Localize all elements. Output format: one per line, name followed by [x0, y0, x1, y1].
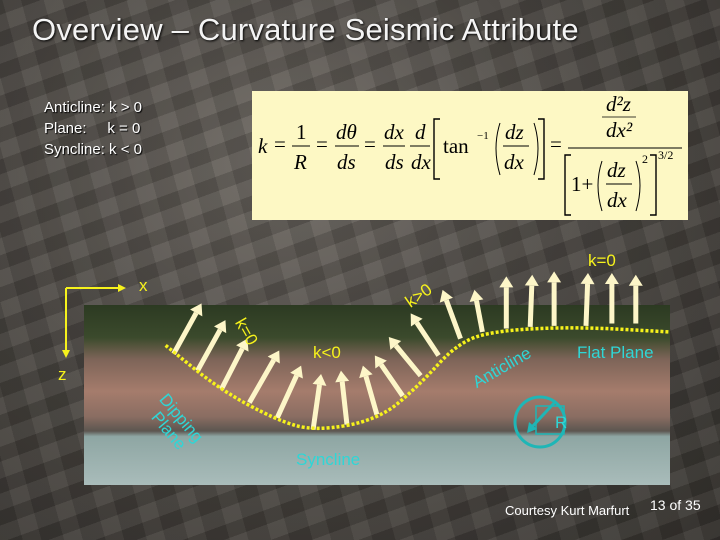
legend-syncline: Syncline: k < 0: [44, 141, 142, 158]
label-z-axis: z: [58, 365, 67, 384]
normal-arrow-shaft: [379, 363, 405, 398]
slide-title: Overview – Curvature Seismic Attribute: [32, 12, 579, 47]
page-number: 13 of 35: [650, 497, 701, 513]
radius-arrow-icon: [527, 422, 537, 433]
label-flat-plane: Flat Plane: [577, 343, 654, 362]
normal-arrow-head-icon: [499, 276, 514, 288]
normal-arrow-head-icon: [290, 365, 303, 379]
normal-arrow-shaft: [474, 300, 485, 333]
normal-arrow-shaft: [444, 299, 463, 340]
formula-ds: ds: [385, 150, 404, 174]
label-syncline: Syncline: [296, 450, 361, 469]
normal-arrow-shaft: [527, 285, 535, 327]
normal-arrow-shaft: [247, 358, 276, 404]
radius-circle-ring: [513, 395, 567, 449]
formula-dx: dx: [504, 150, 525, 174]
formula-exp: 3/2: [658, 148, 673, 162]
normal-arrow-head-icon: [213, 320, 227, 334]
normal-arrow-head-icon: [374, 355, 387, 369]
normal-arrow-head-icon: [236, 338, 249, 352]
normal-arrow-shaft: [310, 384, 322, 430]
normal-arrow-head-icon: [267, 350, 280, 364]
normal-arrow-head-icon: [388, 336, 402, 350]
formula-eq: =: [364, 132, 376, 156]
normal-arrow-shaft: [171, 311, 199, 356]
formula-tan: tan: [443, 134, 469, 158]
formula-dtheta: dθ: [336, 120, 357, 144]
curvature-formula: k = 1 R = dθ ds = dx ds d dx tan −1 dz d…: [252, 91, 688, 220]
formula-ds: ds: [337, 150, 356, 174]
formula-eq: =: [274, 132, 286, 156]
normal-arrow-shaft: [363, 375, 380, 416]
legend-plane: Plane: k = 0: [44, 120, 141, 137]
normal-arrows: [171, 271, 643, 430]
formula-dz: dz: [607, 158, 626, 182]
normal-arrow-shaft: [339, 381, 350, 425]
normal-arrow-shaft: [195, 328, 223, 372]
formula-d: d: [415, 120, 426, 144]
normal-arrow-head-icon: [469, 289, 484, 302]
formula-dx2: dx²: [606, 118, 633, 142]
normal-arrow-head-icon: [335, 370, 350, 383]
courtesy-credit: Courtesy Kurt Marfurt: [505, 503, 630, 518]
axes: [62, 284, 126, 358]
formula-dx: dx: [411, 150, 432, 174]
formula-k: k: [258, 134, 268, 158]
legend-anticline: Anticline: k > 0: [44, 99, 142, 116]
x-axis-arrow-icon: [118, 284, 126, 292]
normal-arrow-head-icon: [439, 289, 453, 303]
label-k-eq-0-flat: k=0: [588, 251, 616, 270]
formula-one: 1: [296, 120, 307, 144]
formula-eq: =: [550, 132, 562, 156]
radius-circle: [513, 395, 567, 449]
normal-arrow-shaft: [414, 321, 441, 357]
formula-sq: 2: [642, 152, 648, 166]
formula-svg: k = 1 R = dθ ds = dx ds d dx tan −1 dz d…: [258, 92, 682, 216]
formula-d2z: d²z: [606, 92, 631, 116]
normal-arrow-head-icon: [359, 365, 373, 379]
fold-curve: [164, 326, 670, 431]
normal-arrow-head-icon: [580, 273, 595, 285]
normal-arrow-head-icon: [410, 313, 423, 327]
formula-eq: =: [316, 132, 328, 156]
normal-arrow-shaft: [274, 374, 299, 419]
normal-arrow-head-icon: [312, 374, 327, 386]
formula-dx: dx: [607, 188, 628, 212]
formula-dz: dz: [505, 120, 524, 144]
label-x-axis: x: [139, 276, 148, 295]
formula-one-plus: 1+: [571, 172, 593, 196]
normal-arrow-head-icon: [547, 271, 562, 283]
normal-arrow-head-icon: [524, 274, 539, 286]
formula-inv: −1: [477, 130, 489, 142]
normal-arrow-shaft: [583, 283, 591, 326]
normal-arrow-shaft: [393, 343, 423, 378]
radius-box: [535, 405, 565, 435]
normal-arrow-head-icon: [190, 303, 203, 317]
formula-dx: dx: [384, 120, 405, 144]
curvature-legend: Anticline: k > 0 Plane: k = 0 Syncline: …: [44, 97, 142, 160]
z-axis-arrow-icon: [62, 350, 70, 358]
normal-arrow-head-icon: [604, 273, 619, 285]
label-radius: R: [555, 413, 568, 432]
normal-arrow-shaft: [219, 347, 245, 391]
label-k-lt-0: k<0: [313, 343, 341, 362]
formula-R: R: [293, 150, 307, 174]
normal-arrow-head-icon: [628, 274, 643, 286]
